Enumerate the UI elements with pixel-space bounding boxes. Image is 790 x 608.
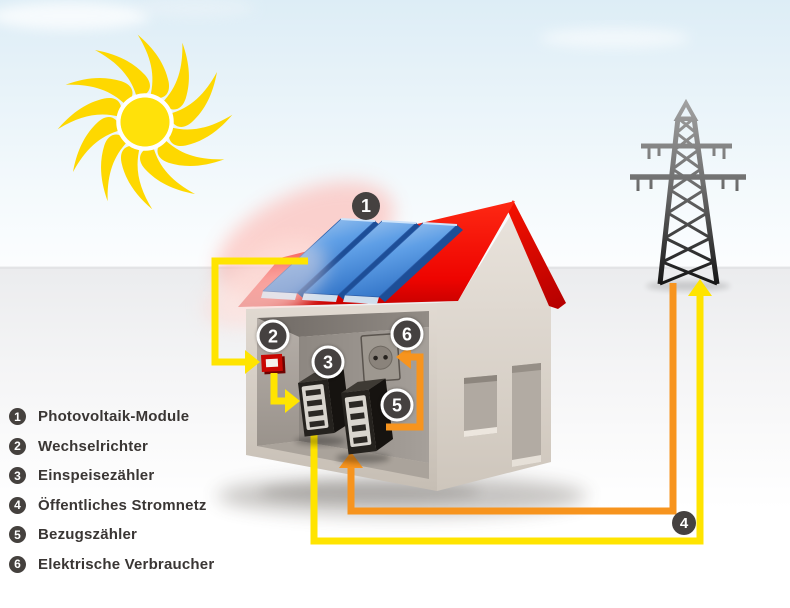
legend-marker: 2: [9, 437, 26, 455]
wires-front: [211, 257, 424, 431]
legend-marker: 5: [9, 526, 26, 544]
legend-item: 3 Einspeisezähler: [9, 467, 214, 485]
pv-to-inverter-wire: [211, 257, 308, 374]
pylon-shadow: [646, 281, 730, 291]
marker-2: 2: [256, 319, 290, 353]
legend-item: 4 Öffentliches Stromnetz: [9, 496, 214, 514]
legend-marker: 6: [9, 555, 26, 573]
devices: [261, 332, 401, 463]
legend-label: Wechselrichter: [38, 437, 149, 455]
arrow-icon: [285, 389, 300, 413]
legend-item: 5 Bezugszähler: [9, 526, 214, 544]
legend-item: 1 Photovoltaik-Module: [9, 408, 214, 425]
legend-marker: 1: [9, 408, 26, 425]
legend-label: Öffentliches Stromnetz: [38, 496, 207, 514]
interior-ceiling: [257, 311, 429, 337]
marker-1: 1: [352, 192, 380, 220]
roof-edge: [507, 200, 566, 309]
marker-3: 3: [311, 345, 345, 379]
marker-5: 5: [380, 388, 414, 422]
legend-item: 6 Elektrische Verbraucher: [9, 555, 215, 573]
legend-label: Einspeisezähler: [38, 467, 155, 485]
legend-label: Elektrische Verbraucher: [38, 555, 215, 573]
clouds: [0, 0, 690, 48]
meter-shadow: [336, 453, 390, 463]
window: [464, 375, 497, 437]
legend-item: 2 Wechselrichter: [9, 437, 214, 455]
legend: 1 Photovoltaik-Module 2 Wechselrichter 3…: [9, 408, 214, 586]
meter-shadow: [295, 436, 345, 446]
marker-4: 4: [672, 511, 696, 535]
legend-marker: 3: [9, 467, 26, 485]
door: [512, 363, 541, 467]
cloud-icon: [0, 2, 150, 30]
wires-behind: [310, 279, 712, 545]
legend-marker: 4: [9, 496, 26, 514]
sun-icon: [57, 34, 233, 210]
power-socket-icon: [360, 332, 401, 383]
inverter-to-meter-wire: [270, 373, 300, 413]
arrow-icon: [396, 345, 411, 369]
marker-6: 6: [390, 317, 424, 351]
feed-in-wire: [310, 279, 712, 545]
legend-label: Photovoltaik-Module: [38, 408, 190, 425]
inverter-icon: [261, 353, 286, 375]
arrow-icon: [688, 279, 712, 296]
meter-icon: [341, 378, 393, 455]
meter-to-socket-wire: [386, 345, 424, 431]
power-pylon-icon: [630, 103, 746, 464]
legend-label: Bezugszähler: [38, 526, 138, 544]
arrow-icon: [245, 350, 260, 374]
cloud-icon: [540, 28, 690, 48]
cloud-icon: [135, 0, 255, 18]
